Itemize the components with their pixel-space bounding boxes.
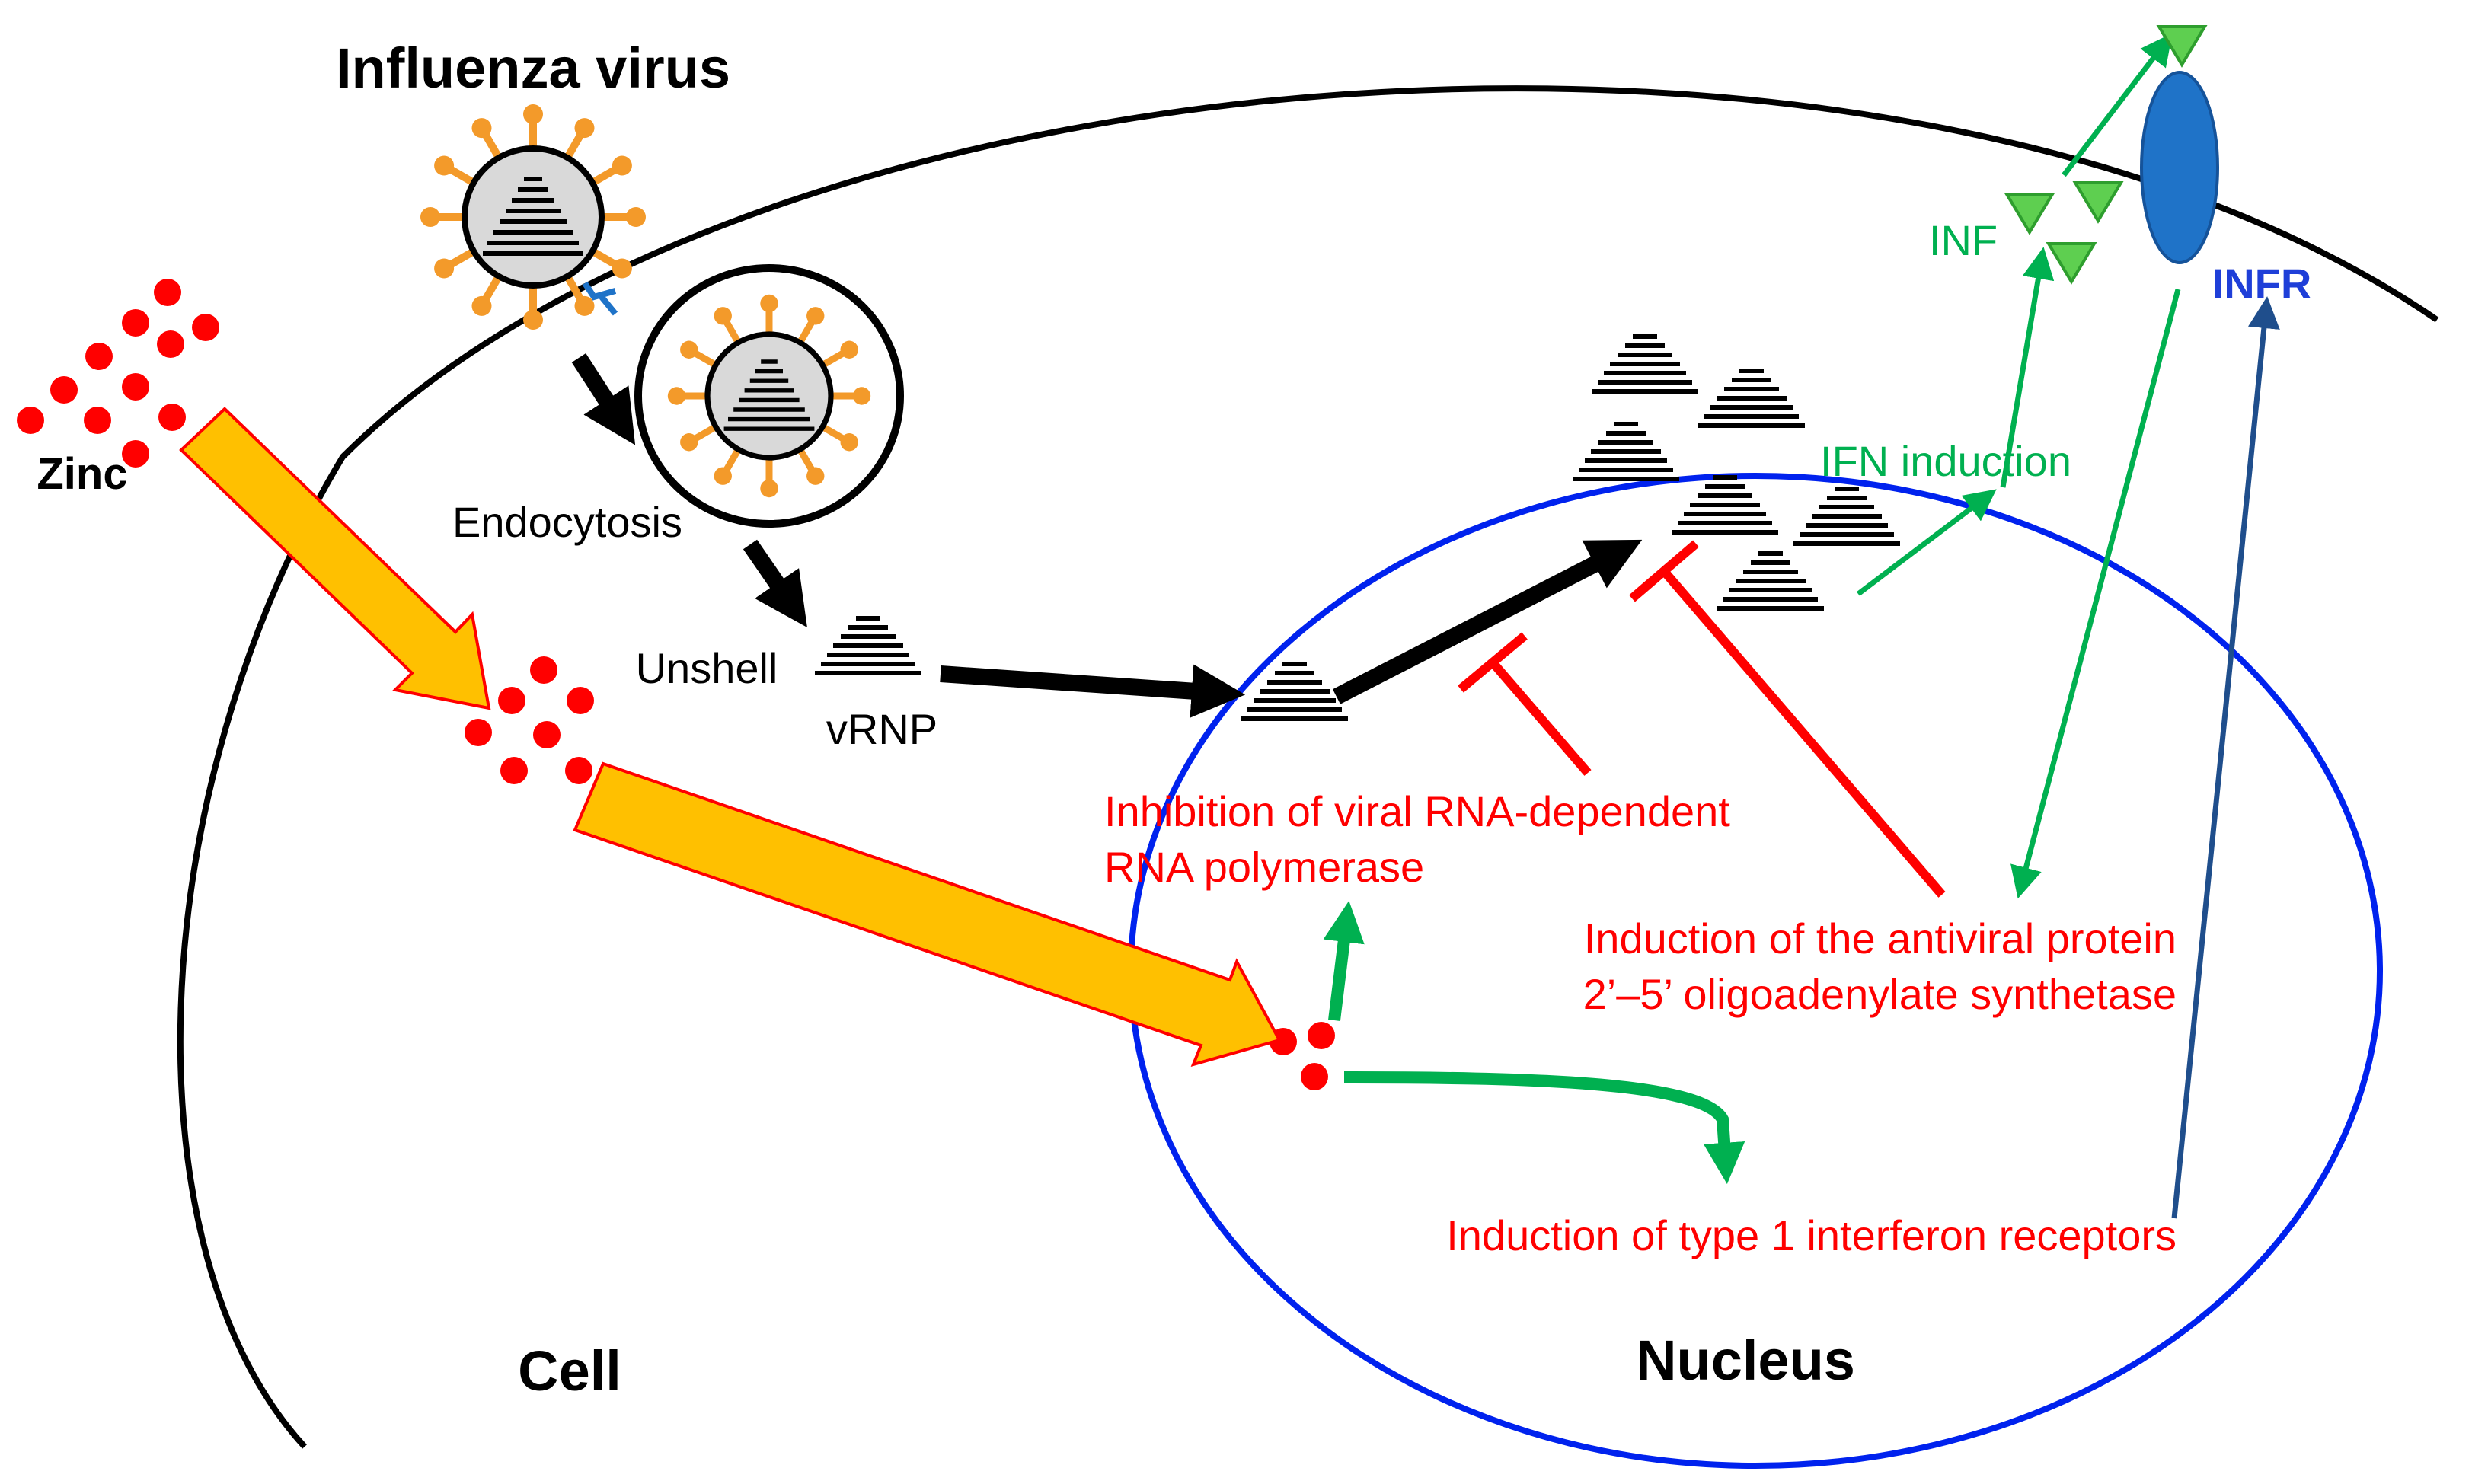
ifn-secretion-arrow xyxy=(2000,247,2055,488)
virus-entry-arrow xyxy=(571,353,636,445)
ifn-induction-arrow xyxy=(1856,489,1997,596)
influenza-virion xyxy=(420,104,646,330)
vrnp-replicated-2 xyxy=(1698,371,1805,426)
polymerase-inhibition-line xyxy=(1489,659,1592,776)
label-vrnp: vRNP xyxy=(826,705,937,753)
infr-receptor xyxy=(2140,71,2219,264)
zinc-ions-nucleus xyxy=(1270,1022,1335,1090)
interferon-molecules xyxy=(2004,25,2208,285)
label-ifn-induction: IFN induction xyxy=(1820,437,2071,485)
vrnp-cytoplasm-icon xyxy=(815,618,921,673)
vrnp-replicated-6 xyxy=(1717,554,1824,608)
zinc-to-polymerase-arrow xyxy=(1323,901,1365,1021)
vrnp-replicated-1 xyxy=(1592,337,1698,391)
label-infr: INFR xyxy=(2212,260,2312,308)
cell-membrane xyxy=(177,85,2439,1449)
inf-release-arrow xyxy=(2062,33,2173,177)
label-antiviral-induction-2: 2’–5’ oligoadenylate synthetase xyxy=(1583,970,2177,1018)
oas-inhibition-line xyxy=(1660,568,1946,898)
label-inf: INF xyxy=(1929,216,1998,264)
endocytosis-to-unshell-arrow xyxy=(743,539,807,628)
label-nucleus: Nucleus xyxy=(1636,1329,1855,1392)
endosome-vesicle xyxy=(634,264,904,528)
zinc-nuclear-entry-arrow xyxy=(573,761,1282,1068)
zinc-to-receptor-induction-arrow xyxy=(1343,1071,1745,1185)
vrnp-nuclear-import-arrow xyxy=(940,664,1246,718)
infr-signal-to-oas-arrow xyxy=(2010,289,2181,899)
label-polymerase-inhibition-1: Inhibition of viral RNA-dependent xyxy=(1104,787,1730,835)
vrnp-replicated-5 xyxy=(1793,489,1900,544)
label-zinc: Zinc xyxy=(37,449,127,499)
label-receptor-induction: Induction of type 1 interferon receptors xyxy=(1446,1211,2177,1259)
label-antiviral-induction-1: Induction of the antiviral protein xyxy=(1584,914,2177,962)
receptor-induction-to-infr-arrow xyxy=(2171,296,2280,1219)
label-polymerase-inhibition-2: RNA polymerase xyxy=(1104,843,1424,891)
zinc-ions-cytoplasm xyxy=(465,656,594,784)
zinc-ions-extracellular xyxy=(17,279,219,468)
host-receptor-icon xyxy=(582,281,618,316)
label-endocytosis: Endocytosis xyxy=(452,498,682,546)
label-cell: Cell xyxy=(518,1339,621,1403)
vrnp-replication-arrow xyxy=(1332,539,1643,704)
label-unshell: Unshell xyxy=(636,644,778,692)
polymerase-inhibition-bar xyxy=(1458,632,1528,693)
label-influenza-virus: Influenza virus xyxy=(336,37,730,100)
oas-inhibition-bar xyxy=(1629,540,1699,602)
vrnp-replicated-4 xyxy=(1672,477,1778,532)
vrnp-replicated-3 xyxy=(1573,424,1679,479)
zinc-uptake-arrow xyxy=(179,407,491,710)
